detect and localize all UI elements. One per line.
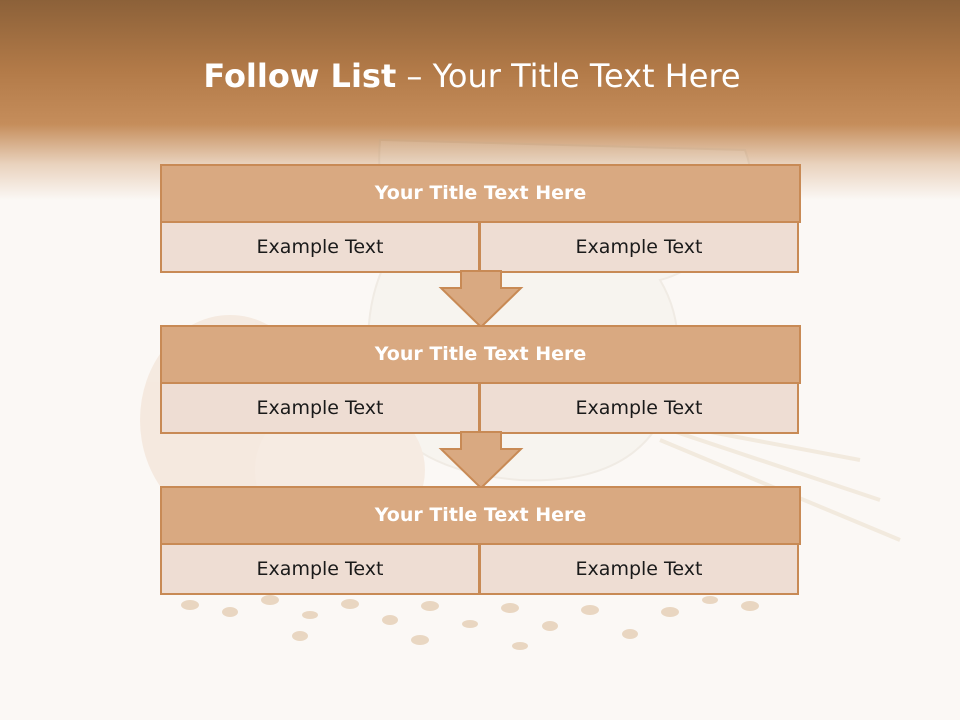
box-cell-2-left: Example Text (160, 382, 480, 434)
box-title-3: Your Title Text Here (160, 486, 801, 545)
box-title-2: Your Title Text Here (160, 325, 801, 384)
list-box-3: Your Title Text Here Example Text Exampl… (160, 486, 801, 595)
down-arrow-icon (438, 431, 524, 490)
box-cell-3-right: Example Text (479, 543, 799, 595)
grain-pile (181, 595, 759, 650)
slide-title: Follow List – Your Title Text Here (0, 56, 944, 96)
box-cell-2-right: Example Text (479, 382, 799, 434)
slide-title-bold: Follow List (203, 57, 397, 95)
list-box-1: Your Title Text Here Example Text Exampl… (160, 164, 801, 273)
down-arrow-icon (438, 270, 524, 329)
box-cell-3-left: Example Text (160, 543, 480, 595)
box-title-1: Your Title Text Here (160, 164, 801, 223)
box-cell-1-left: Example Text (160, 221, 480, 273)
slide-title-rest: – Your Title Text Here (396, 57, 741, 95)
list-box-2: Your Title Text Here Example Text Exampl… (160, 325, 801, 434)
box-cell-1-right: Example Text (479, 221, 799, 273)
